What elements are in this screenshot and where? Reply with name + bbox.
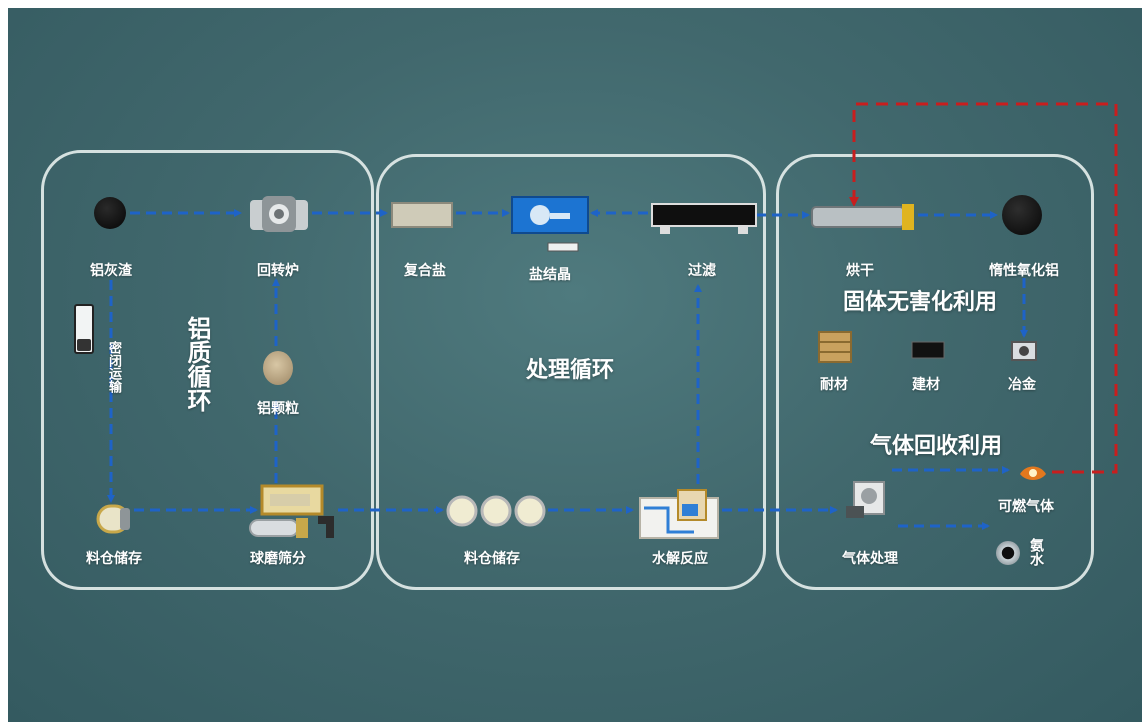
flow-arrows (107, 102, 1118, 530)
ball-mill-icon (249, 484, 334, 538)
combustible-gas-icon (1020, 466, 1046, 480)
dryer-icon (811, 204, 914, 230)
compound-salt-tank-icon (391, 202, 453, 228)
hydrolysis-reactor-icon (639, 489, 719, 539)
storage-silos-icon (446, 495, 546, 527)
building-material-icon (911, 341, 945, 359)
refractory-material-icon (818, 331, 852, 363)
panel-treatment-cycle (376, 154, 766, 590)
label-combustible-gas: 可燃气体 (998, 499, 1054, 515)
label-rotary-kiln: 回转炉 (257, 263, 299, 279)
title-solid-utilization: 固体无害化利用 (842, 290, 998, 315)
label-building-material: 建材 (912, 377, 940, 393)
label-dryer: 烘干 (846, 263, 874, 279)
gas-treatment-icon (846, 481, 885, 518)
label-gas-treatment: 气体处理 (842, 551, 898, 567)
aluminum-ash-icon (94, 197, 126, 229)
label-salt-crystal: 盐结晶 (529, 267, 571, 283)
title-gas-recovery: 气体回收利用 (869, 434, 1003, 459)
label-filter: 过滤 (688, 263, 716, 279)
truck-icon (74, 304, 94, 354)
filter-press-icon (651, 203, 757, 234)
title-aluminum-cycle: 铝质循环 (183, 316, 211, 412)
process-flow-diagram: 铝灰渣 回转炉 铝颗粒 料仓储存 球磨筛分 密闭运输 铝质循环 复合盐 盐结晶 … (8, 8, 1142, 722)
salt-crystallizer-icon (511, 196, 589, 252)
title-treatment-cycle: 处理循环 (525, 358, 615, 383)
label-ammonia: 氨水 (1028, 538, 1044, 566)
label-inert-alumina: 惰性氧化铝 (989, 263, 1059, 279)
flow-combustible-gas-loop (849, 102, 1118, 474)
rotary-kiln-icon (250, 196, 308, 232)
label-silo-storage-2: 料仓储存 (464, 551, 520, 567)
label-hydrolysis: 水解反应 (652, 551, 708, 567)
label-aluminum-granules: 铝颗粒 (257, 401, 299, 417)
label-aluminum-ash: 铝灰渣 (90, 263, 132, 279)
panel-aluminum-cycle (41, 150, 374, 590)
label-silo-storage-1: 料仓储存 (86, 551, 142, 567)
inert-alumina-icon (1002, 195, 1042, 235)
label-ball-mill: 球磨筛分 (250, 551, 306, 567)
label-compound-salt: 复合盐 (404, 263, 446, 279)
panel-utilization (776, 154, 1094, 590)
label-refractory: 耐材 (820, 377, 848, 393)
ammonia-water-icon (996, 541, 1020, 565)
aluminum-granules-icon (263, 351, 293, 385)
label-sealed-transport: 密闭运输 (106, 341, 121, 393)
metallurgy-icon (1011, 341, 1037, 361)
storage-silo-icon (96, 504, 130, 534)
label-metallurgy: 冶金 (1008, 377, 1036, 393)
